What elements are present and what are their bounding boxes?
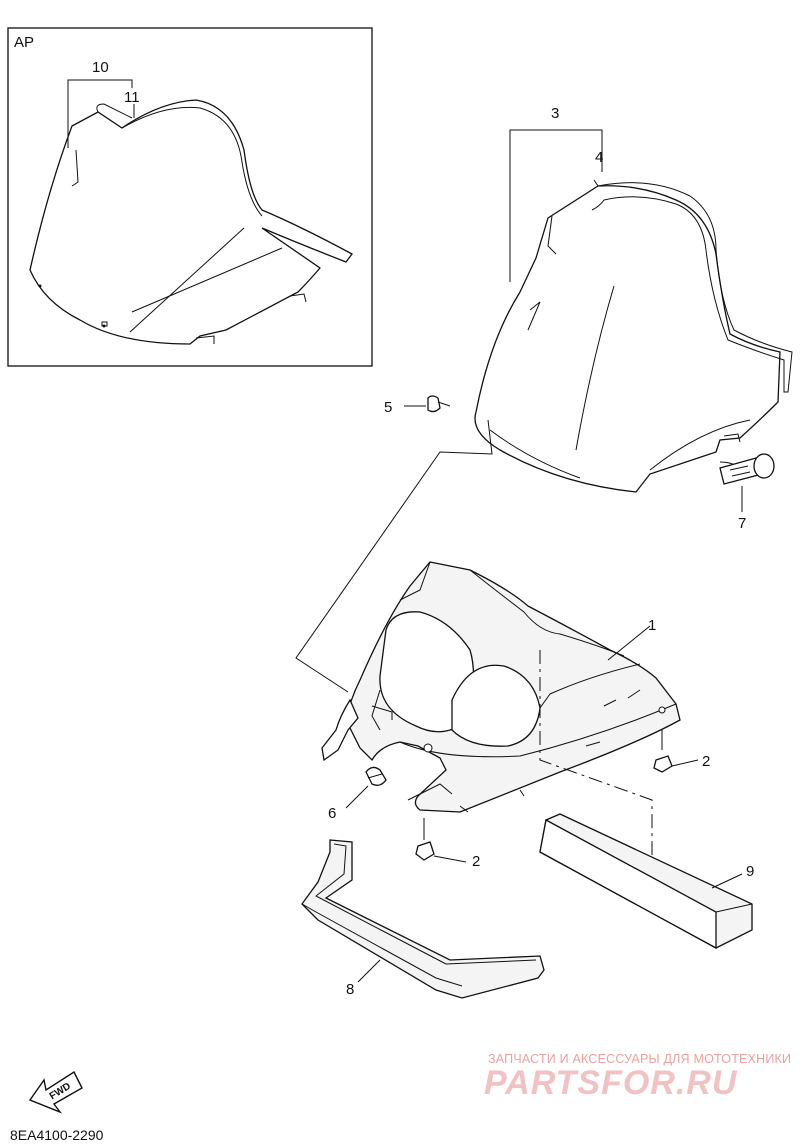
foam-block-9 <box>539 813 753 950</box>
callout-1: 1 <box>648 617 656 634</box>
callout-11: 11 <box>124 89 140 106</box>
grommet-6 <box>365 766 387 786</box>
inset-ap: AP 10 11 <box>7 27 373 367</box>
inset-label: AP <box>14 34 34 51</box>
inset-windshield <box>29 99 353 345</box>
leader-2a <box>671 759 699 767</box>
screw-5 <box>427 395 451 413</box>
leader-2b <box>433 855 467 863</box>
centerline <box>539 650 653 866</box>
seal-strip-8 <box>301 839 545 999</box>
callout-5: 5 <box>384 399 392 416</box>
callout-8: 8 <box>346 981 354 998</box>
diagram-code: 8EA4100-2290 <box>10 1127 104 1143</box>
callout-9: 9 <box>746 863 754 880</box>
fastener-7 <box>719 453 775 485</box>
bracket-3 <box>509 129 603 282</box>
leader-6 <box>345 785 369 809</box>
leader-8 <box>357 959 381 983</box>
callout-3: 3 <box>551 105 559 122</box>
bolt-2-right <box>653 730 673 773</box>
watermark-caption: ЗАПЧАСТИ И АКСЕССУАРЫ ДЛЯ МОТОТЕХНИКИ <box>488 1052 792 1066</box>
watermark-logo: PARTSFOR.RU <box>484 1064 738 1102</box>
callout-6: 6 <box>328 805 336 822</box>
callout-10: 10 <box>92 59 109 76</box>
windshield-main <box>474 179 793 493</box>
callout-4: 4 <box>595 149 603 166</box>
callout-2a: 2 <box>702 753 710 770</box>
cowling-main <box>321 561 681 813</box>
callout-2b: 2 <box>472 853 480 870</box>
bolt-2-lower <box>415 818 435 861</box>
bracket-10 <box>67 79 133 148</box>
fwd-arrow-icon: FWD <box>28 1070 83 1114</box>
leader-9 <box>711 873 743 889</box>
callout-7: 7 <box>738 515 746 532</box>
assembly-guide <box>295 419 493 693</box>
leader-1 <box>607 625 651 661</box>
